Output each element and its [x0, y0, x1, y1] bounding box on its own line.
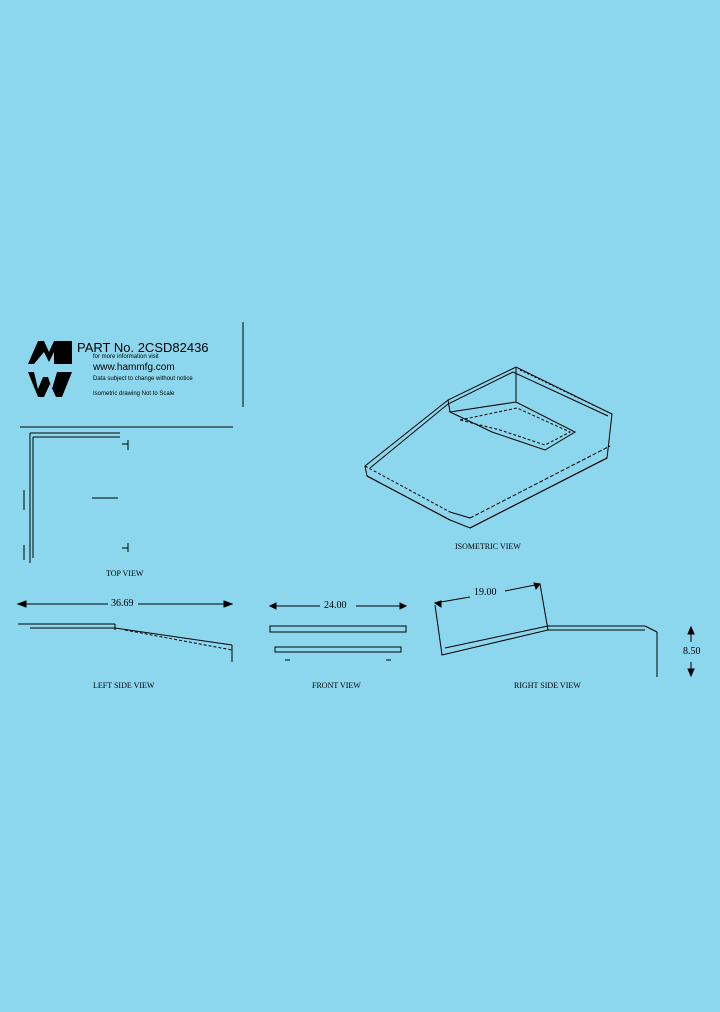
- front-view-caption: FRONT VIEW: [312, 681, 361, 690]
- left-side-view-drawing: [18, 623, 233, 662]
- website-link[interactable]: www.hammfg.com: [93, 362, 175, 373]
- dim-depth-label: 19.00: [474, 587, 497, 598]
- left-side-view-caption: LEFT SIDE VIEW: [93, 681, 155, 690]
- top-view-outline: [23, 432, 129, 563]
- front-view-drawing: [269, 625, 407, 661]
- dim-height-label: 8.50: [683, 646, 701, 657]
- dim-width-label: 24.00: [324, 600, 347, 611]
- subject-note: Data subject to change without notice: [93, 376, 193, 382]
- info-line: for more information visit: [93, 354, 159, 360]
- dim-length-label: 36.69: [111, 598, 134, 609]
- right-side-view-caption: RIGHT SIDE VIEW: [514, 681, 581, 690]
- isometric-view-caption: ISOMETRIC VIEW: [455, 542, 521, 551]
- part-number: 2CSD82436: [137, 340, 209, 355]
- right-side-view-drawing: [433, 582, 658, 677]
- dim-length-line: [16, 600, 234, 608]
- dim-width-line: [268, 602, 408, 610]
- top-view-caption: TOP VIEW: [106, 569, 144, 578]
- hammond-logo: [28, 341, 72, 397]
- scale-note: Isometric drawing Not to Scale: [93, 391, 175, 397]
- part-label: PART No.: [77, 340, 135, 355]
- dim-height-line: [687, 625, 695, 678]
- isometric-view-drawing: [364, 366, 613, 529]
- part-number-heading: PART No. 2CSD82436: [77, 340, 209, 355]
